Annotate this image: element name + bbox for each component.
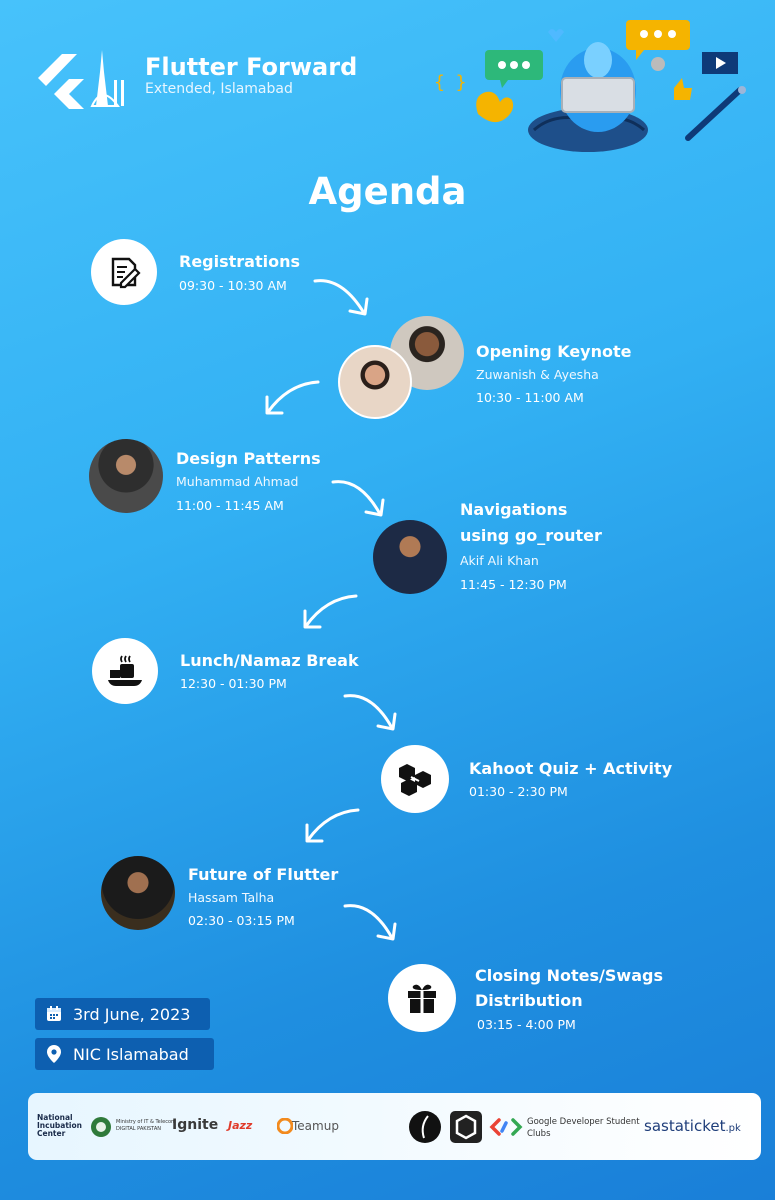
flutter-logo-icon [38, 50, 124, 109]
dash-mascot-illustration: { } [434, 20, 746, 152]
navigations-title-line1: Navigations [460, 500, 568, 519]
teamup-logo-icon [277, 1118, 293, 1134]
calendar-icon [47, 1006, 61, 1021]
speaker-photo-ayesha [338, 345, 412, 419]
sastaticket-logo-tld: .pk [725, 1123, 741, 1134]
speaker-photo-muhammad-ahmad [89, 439, 163, 513]
opening-keynote-time: 10:30 - 11:00 AM [476, 390, 584, 405]
food-icon-circle [92, 638, 158, 704]
gdsc-logo-line2: Clubs [527, 1129, 551, 1139]
ignite-logo: Ignite [172, 1117, 219, 1133]
gift-icon [408, 984, 436, 1013]
nic-logo-line1: National [37, 1113, 73, 1122]
event-venue: NIC Islamabad [73, 1044, 189, 1064]
arrow-left-icon [305, 808, 360, 843]
future-of-flutter-title: Future of Flutter [188, 865, 339, 884]
sponsor-footer: National Incubation Center Ministry of I… [28, 1093, 761, 1160]
gdsc-logo-icon [489, 1118, 523, 1136]
closing-title-line2: Distribution [475, 991, 583, 1010]
design-patterns-speaker: Muhammad Ahmad [176, 474, 299, 489]
design-patterns-time: 11:00 - 11:45 AM [176, 498, 284, 513]
speaker-photo-hassam-talha [101, 856, 175, 930]
arrow-right-icon [343, 694, 397, 731]
nic-logo-line2: Incubation [37, 1121, 82, 1130]
future-of-flutter-speaker: Hassam Talha [188, 890, 275, 905]
lunch-title: Lunch/Namaz Break [180, 651, 359, 670]
location-pin-icon [47, 1045, 61, 1063]
brand-title: Flutter Forward [145, 53, 358, 81]
design-patterns-title: Design Patterns [176, 449, 321, 468]
event-date: 3rd June, 2023 [73, 1004, 191, 1024]
arrow-right-icon [343, 904, 397, 941]
registration-icon-circle [91, 239, 157, 305]
gdsc-logo-text: Google Developer Student Clubs [527, 1116, 640, 1140]
food-icon [108, 655, 142, 686]
navigations-title-line2: using go_router [460, 526, 602, 545]
nic-logo-line3: Center [37, 1129, 66, 1138]
registrations-title: Registrations [179, 252, 301, 271]
arrow-right-icon [331, 480, 385, 517]
agenda-title: Agenda [308, 170, 467, 213]
jazz-logo: Jazz [228, 1119, 253, 1132]
pakistan-emblem-icon [91, 1117, 111, 1137]
kahoot-title: Kahoot Quiz + Activity [469, 759, 673, 778]
closing-time: 03:15 - 4:00 PM [477, 1017, 576, 1032]
event-venue-pill: NIC Islamabad [35, 1038, 214, 1070]
arrow-right-icon [313, 279, 369, 316]
future-of-flutter-time: 02:30 - 03:15 PM [188, 913, 295, 928]
registrations-time: 09:30 - 10:30 AM [179, 278, 287, 293]
sponsor-logo-quill-icon [409, 1111, 441, 1143]
sastaticket-logo: sastaticket.pk [644, 1117, 741, 1135]
sponsor-logo-hexagon-icon [450, 1111, 482, 1143]
opening-keynote-title: Opening Keynote [476, 342, 632, 361]
sastaticket-logo-name: sastaticket [644, 1117, 726, 1135]
kahoot-icon-circle [381, 745, 449, 813]
opening-keynote-speaker: Zuwanish & Ayesha [476, 367, 599, 382]
nic-logo: National Incubation Center [37, 1114, 82, 1138]
moitt-logo-line2: DIGITAL PAKISTAN [116, 1126, 162, 1132]
speaker-photo-akif-ali-khan [373, 520, 447, 594]
gift-icon-circle [388, 964, 456, 1032]
arrow-left-icon [303, 594, 358, 629]
brand-subtitle: Extended, Islamabad [145, 81, 293, 97]
arrow-left-icon [265, 380, 320, 415]
kahoot-time: 01:30 - 2:30 PM [469, 784, 568, 799]
kahoot-icon [399, 764, 431, 796]
gdsc-logo-line1: Google Developer Student [527, 1117, 640, 1127]
event-date-pill: 3rd June, 2023 [35, 998, 210, 1030]
closing-title-line1: Closing Notes/Swags [475, 966, 663, 985]
navigations-time: 11:45 - 12:30 PM [460, 577, 567, 592]
svg-text:{ }: { } [434, 72, 467, 93]
moitt-logo: Ministry of IT & Telecom DIGITAL PAKISTA… [116, 1119, 176, 1133]
teamup-logo: Teamup [292, 1119, 339, 1133]
lunch-time: 12:30 - 01:30 PM [180, 676, 287, 691]
moitt-logo-line1: Ministry of IT & Telecom [116, 1119, 176, 1125]
registration-icon [111, 257, 141, 289]
navigations-speaker: Akif Ali Khan [460, 553, 539, 568]
